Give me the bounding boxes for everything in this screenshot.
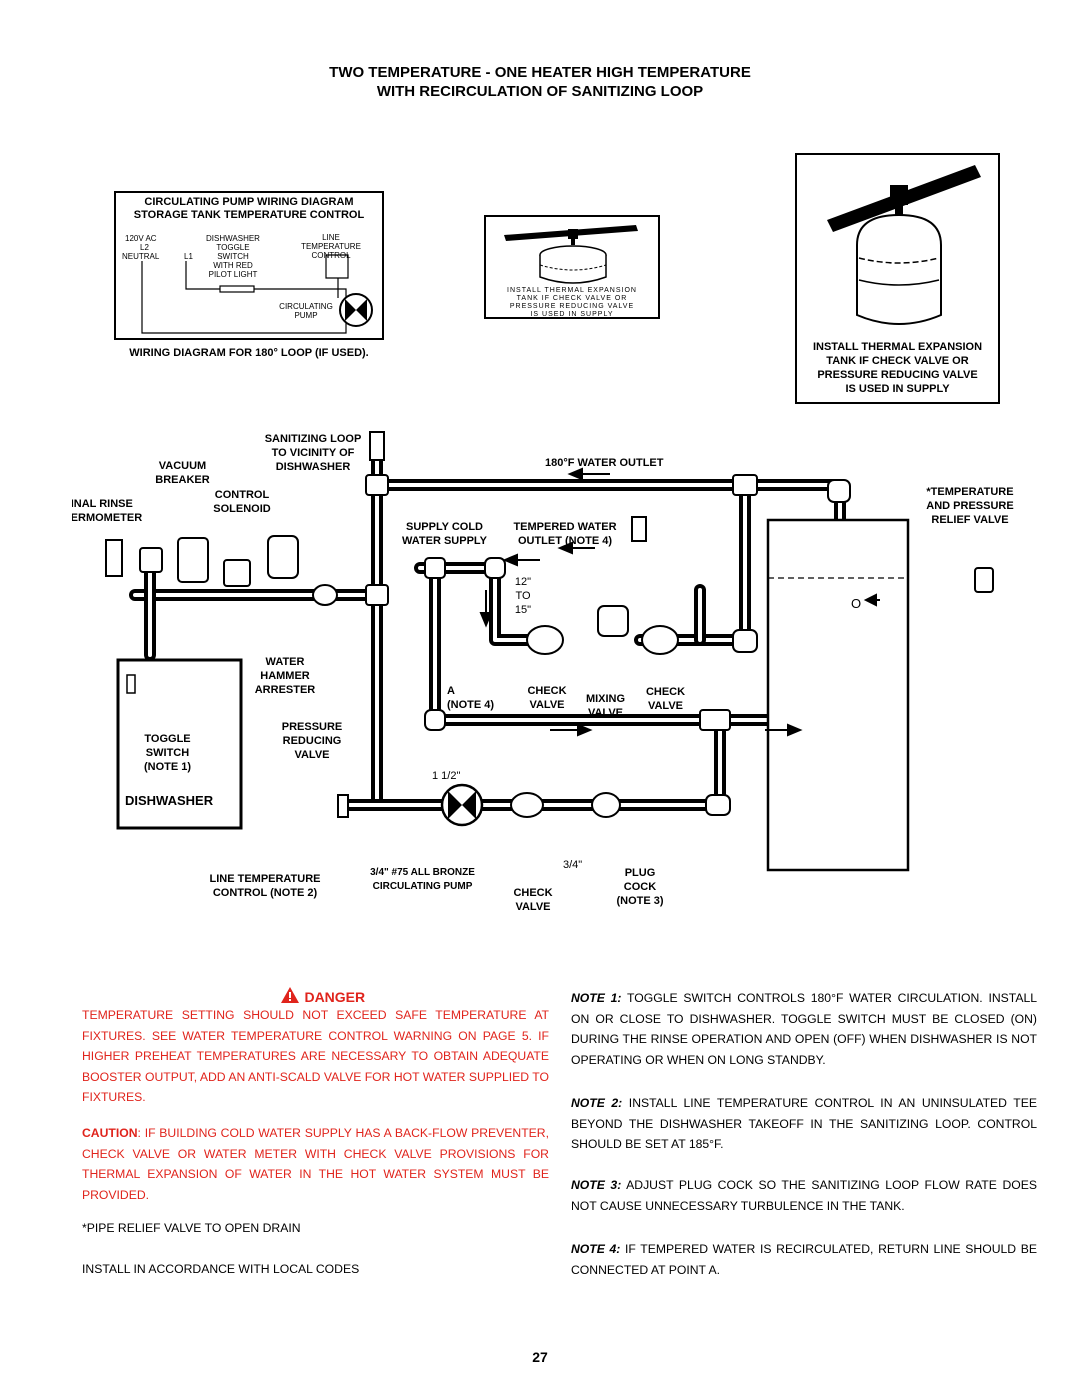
large-expansion-tank-box: INSTALL THERMAL EXPANSION TANK IF CHECK … [795,153,1000,404]
tank-o-label: O [851,596,862,611]
page-title-line1: TWO TEMPERATURE - ONE HEATER HIGH TEMPER… [329,64,751,81]
check-valve-2-label: CHECK VALVE [645,686,686,712]
tempered-water-label: TEMPERED WATER OUTLET (NOTE 4) [513,521,617,547]
wiring-pump-symbol [339,293,373,327]
danger-label: DANGER [304,989,366,1005]
check-valve-1-label: CHECK VALVE [527,685,567,711]
large-expansion-tank-icon [827,165,981,325]
vacuum-breaker-label: VACUUM BREAKER [155,460,210,486]
codes-note: INSTALL IN ACCORDANCE WITH LOCAL CODES [82,1262,360,1276]
dishwasher-label: DISHWASHER [125,793,214,808]
note-4: NOTE 4: IF TEMPERED WATER IS RECIRCULATE… [571,1242,1037,1277]
wiring-title1: CIRCULATING PUMP WIRING DIAGRAM [144,196,354,208]
warning-triangle-icon [281,987,299,1003]
wiring-pump-label: CIRCULATING PUMP [279,302,333,320]
wiring-toggle-switch-label: DISHWASHER TOGGLE SWITCH WITH RED PILOT … [206,234,260,279]
final-rinse-thermometer-label: FINAL RINSE THERMOMETER [72,498,143,524]
pipe-note: *PIPE RELIEF VALVE TO OPEN DRAIN [82,1221,301,1235]
wiring-l1: L1 [184,252,193,261]
caution-label: CAUTION [82,1126,138,1140]
caution-text: CAUTION: IF BUILDING COLD WATER SUPPLY H… [82,1126,549,1202]
page-number: 27 [532,1349,548,1365]
piping-diagram [105,431,994,872]
sanitizing-loop-label: SANITIZING LOOP TO VICINITY OF DISHWASHE… [264,433,362,473]
mixing-valve-label: MIXING VALVE [585,693,626,719]
wiring-120v: 120V AC [125,234,157,243]
note-3: NOTE 3: ADJUST PLUG COCK SO THE SANITIZI… [571,1178,1037,1213]
small-expansion-tank-box: INSTALL THERMAL EXPANSION TANK IF CHECK … [484,215,660,319]
outlet-180-label: 180°F WATER OUTLET [545,457,664,469]
large-tank-caption: INSTALL THERMAL EXPANSION TANK IF CHECK … [812,341,983,395]
water-hammer-label: WATER HAMMER ARRESTER [254,656,316,696]
plug-cock-label: PLUG COCK (NOTE 3) [616,867,664,907]
relief-valve-label: *TEMPERATURE AND PRESSURE RELIEF VALVE [926,486,1014,526]
control-solenoid-label: CONTROL SOLENOID [213,489,271,515]
check-valve-3-label: CHECK VALVE [513,887,553,913]
size-3-4-label: 3/4" [563,859,583,871]
wiring-neutral: NEUTRAL [122,252,160,261]
note-2: NOTE 2: INSTALL LINE TEMPERATURE CONTROL… [571,1096,1037,1151]
note-1: NOTE 1: TOGGLE SWITCH CONTROLS 180°F WAT… [571,991,1038,1067]
circulating-pump-symbol [440,783,484,827]
small-tank-caption: INSTALL THERMAL EXPANSION TANK IF CHECK … [507,287,637,318]
danger-text: TEMPERATURE SETTING SHOULD NOT EXCEED SA… [82,1008,549,1104]
wiring-schematic [141,254,373,334]
wiring-diagram-box: CIRCULATING PUMP WIRING DIAGRAM STORAGE … [114,191,384,340]
supply-cold-label: SUPPLY COLD WATER SUPPLY [402,521,487,547]
pipe-length-label: 12" TO 15" [514,576,532,616]
pump-label: 3/4" #75 ALL BRONZE CIRCULATING PUMP [370,867,475,892]
toggle-switch-label: TOGGLE SWITCH (NOTE 1) [143,733,192,773]
line-temp-control-label: LINE TEMPERATURE CONTROL (NOTE 2) [209,873,321,899]
page-title-line2: WITH RECIRCULATION OF SANITIZING LOOP [376,83,704,100]
danger-header: DANGER [280,986,365,1007]
point-a-label: A (NOTE 4) [447,685,495,711]
wiring-title2: STORAGE TANK TEMPERATURE CONTROL [133,209,365,221]
small-expansion-tank-icon [504,225,638,284]
wiring-l2: L2 [140,243,149,252]
wiring-caption: WIRING DIAGRAM FOR 180° LOOP (IF USED). [129,347,369,359]
prv-label: PRESSURE REDUCING VALVE [281,721,343,761]
size-1-5-label: 1 1/2" [432,770,461,782]
